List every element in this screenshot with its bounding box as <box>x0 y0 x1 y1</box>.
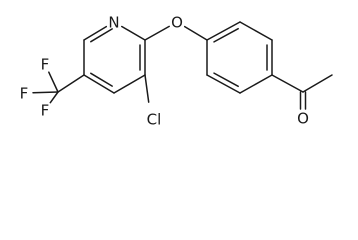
bond-b1-b2-double <box>213 27 239 43</box>
bond-cf3-f-bottom <box>49 91 59 104</box>
chemical-structure-diagram: N O Cl F F F O <box>20 14 333 129</box>
atom-f-left: F <box>20 85 29 103</box>
bond-b5-b6 <box>206 74 241 94</box>
bond-carbonyl-c-methyl <box>302 74 333 93</box>
bond-layer <box>32 21 333 110</box>
atom-o-carbonyl: O <box>297 110 309 128</box>
atom-o-ether: O <box>171 14 183 32</box>
bond-cf3-f-left <box>32 91 59 94</box>
bond-c4-c5 <box>83 74 115 94</box>
atom-n: N <box>108 14 119 32</box>
bond-b4-carbonyl-c <box>271 74 304 93</box>
atom-f-top: F <box>41 56 50 74</box>
bond-b4-b5 <box>239 74 273 94</box>
atom-cl: Cl <box>147 111 162 129</box>
bond-b5-b6-double <box>213 72 239 88</box>
bond-b2-b3 <box>239 21 273 41</box>
bond-o-b1 <box>183 25 208 41</box>
bond-c4-c5-double <box>90 72 113 87</box>
bond-c5-cf3 <box>57 74 85 93</box>
bond-c6-n-double <box>90 28 113 43</box>
bond-n-c2 <box>121 25 146 41</box>
bond-c3-cl <box>144 74 150 103</box>
atom-f-bottom: F <box>41 102 50 120</box>
bond-c6-n <box>83 25 108 41</box>
bond-c3-c4 <box>113 74 146 94</box>
bond-b1-b2 <box>206 21 241 41</box>
bond-c2-o <box>144 25 170 41</box>
atom-labels: N O Cl F F F O <box>20 14 309 129</box>
bond-cf3-f-top <box>48 71 59 93</box>
